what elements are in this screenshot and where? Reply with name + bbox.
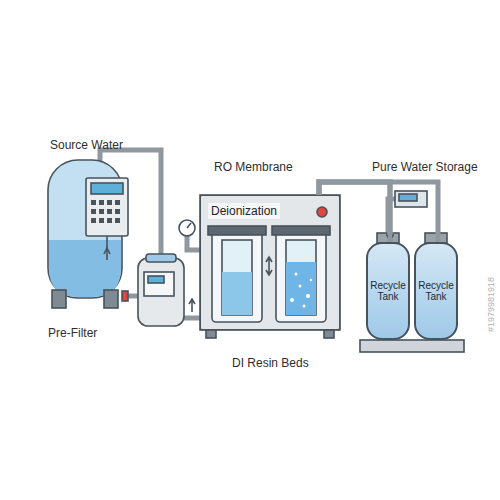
pipe (319, 182, 390, 242)
key (115, 200, 120, 205)
key (99, 218, 104, 223)
filter-housing (212, 230, 262, 322)
key (107, 209, 112, 214)
filter-cylinder (286, 240, 316, 315)
filter-water (222, 272, 252, 315)
valve (122, 291, 128, 301)
control-panel (86, 178, 128, 236)
node-text: Recycle Tank (369, 280, 407, 303)
flow-arrow (104, 248, 110, 254)
power-button (317, 207, 327, 217)
flow-arrow (266, 257, 272, 275)
filter-cap (272, 226, 330, 235)
pressure-gauge (179, 220, 195, 236)
flow-line (319, 182, 390, 242)
key (115, 218, 120, 223)
prefilter-cap (146, 254, 176, 262)
panel-screen (91, 183, 123, 194)
part-label: Pure Water Storage (372, 160, 478, 174)
prefilter-screen (148, 276, 164, 283)
pipe (319, 182, 438, 242)
part-label: DI Resin Beds (232, 356, 309, 370)
storage-screen (399, 194, 417, 201)
prefilter-pipe (184, 316, 200, 321)
filter-cap (208, 226, 266, 235)
prefilter-tank (138, 258, 184, 326)
pipe-connector (319, 182, 390, 242)
part-label: Pre-Filter (48, 326, 97, 340)
part-label: RO Membrane (214, 160, 293, 174)
tank-leg (52, 290, 66, 308)
tank-base (360, 340, 464, 352)
filter-cylinder (222, 240, 252, 315)
process-unit: Deionization (200, 195, 340, 330)
flow-line (319, 182, 390, 242)
key (99, 209, 104, 214)
watermark: #1979981918 (486, 277, 496, 332)
bubble (295, 273, 298, 276)
key (91, 218, 96, 223)
prefilter-panel (144, 272, 174, 296)
bubble (290, 298, 294, 302)
tank-leg (104, 290, 118, 308)
key (107, 218, 112, 223)
tank-water (49, 240, 121, 297)
keypad (91, 200, 120, 223)
node-text: Recycle Tank (417, 280, 455, 303)
pipe-connector (319, 182, 390, 242)
key (91, 209, 96, 214)
bubble (306, 294, 310, 298)
pipe-connector (319, 182, 438, 242)
bubble (299, 285, 302, 288)
flow-arrow (189, 299, 195, 312)
resin-water (286, 262, 316, 315)
key (99, 200, 104, 205)
storage-panel (395, 191, 427, 207)
unit-body (200, 195, 340, 330)
part-label: Source Water (50, 138, 123, 152)
filter-housing (276, 230, 326, 322)
key (115, 209, 120, 214)
bubble (303, 305, 306, 308)
pipe (319, 182, 390, 242)
recycle-tank: Recycle Tank (414, 242, 458, 340)
gauge-needle (187, 223, 191, 228)
unit-foot (324, 330, 334, 338)
unit-foot (206, 330, 216, 338)
gauge-pipe (187, 236, 200, 250)
flow-line (319, 182, 438, 242)
bubbles (290, 273, 312, 308)
node-text: Deionization (208, 203, 280, 219)
recycle-tank: Recycle Tank (366, 242, 410, 340)
key (107, 200, 112, 205)
key (91, 200, 96, 205)
bubble (310, 279, 312, 281)
